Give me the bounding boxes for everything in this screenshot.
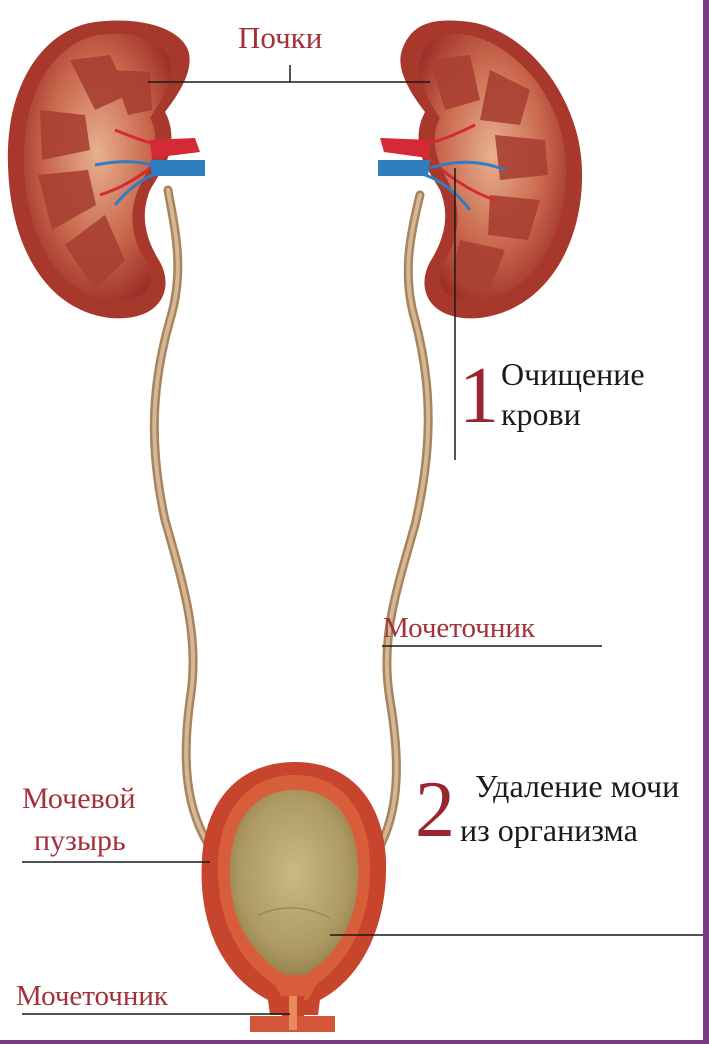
urethra-label: Мочеточник	[16, 982, 168, 1011]
right-ureter-highlight	[378, 195, 428, 850]
ureter-label: Мочеточник	[383, 614, 535, 643]
right-renal-vessels	[378, 138, 430, 176]
step2-number: 2	[415, 770, 455, 850]
step1-number: 1	[459, 356, 499, 436]
step1-text-line2: крови	[501, 398, 581, 430]
step1-text-line1: Очищение	[501, 358, 645, 390]
right-border	[703, 0, 709, 1044]
urinary-bladder	[202, 762, 387, 1015]
right-ureter	[378, 195, 428, 850]
bottom-border	[0, 1040, 709, 1044]
kidneys-label: Почки	[238, 22, 322, 53]
kidneys-leader-line	[148, 65, 430, 82]
step2-text-line1: Удаление мочи	[475, 770, 679, 802]
bladder-label-line1: Мочевой	[22, 784, 136, 814]
bladder-label-line2: пузырь	[34, 826, 126, 856]
left-renal-vessels	[150, 138, 205, 176]
step2-text-line2: из организма	[460, 814, 638, 846]
